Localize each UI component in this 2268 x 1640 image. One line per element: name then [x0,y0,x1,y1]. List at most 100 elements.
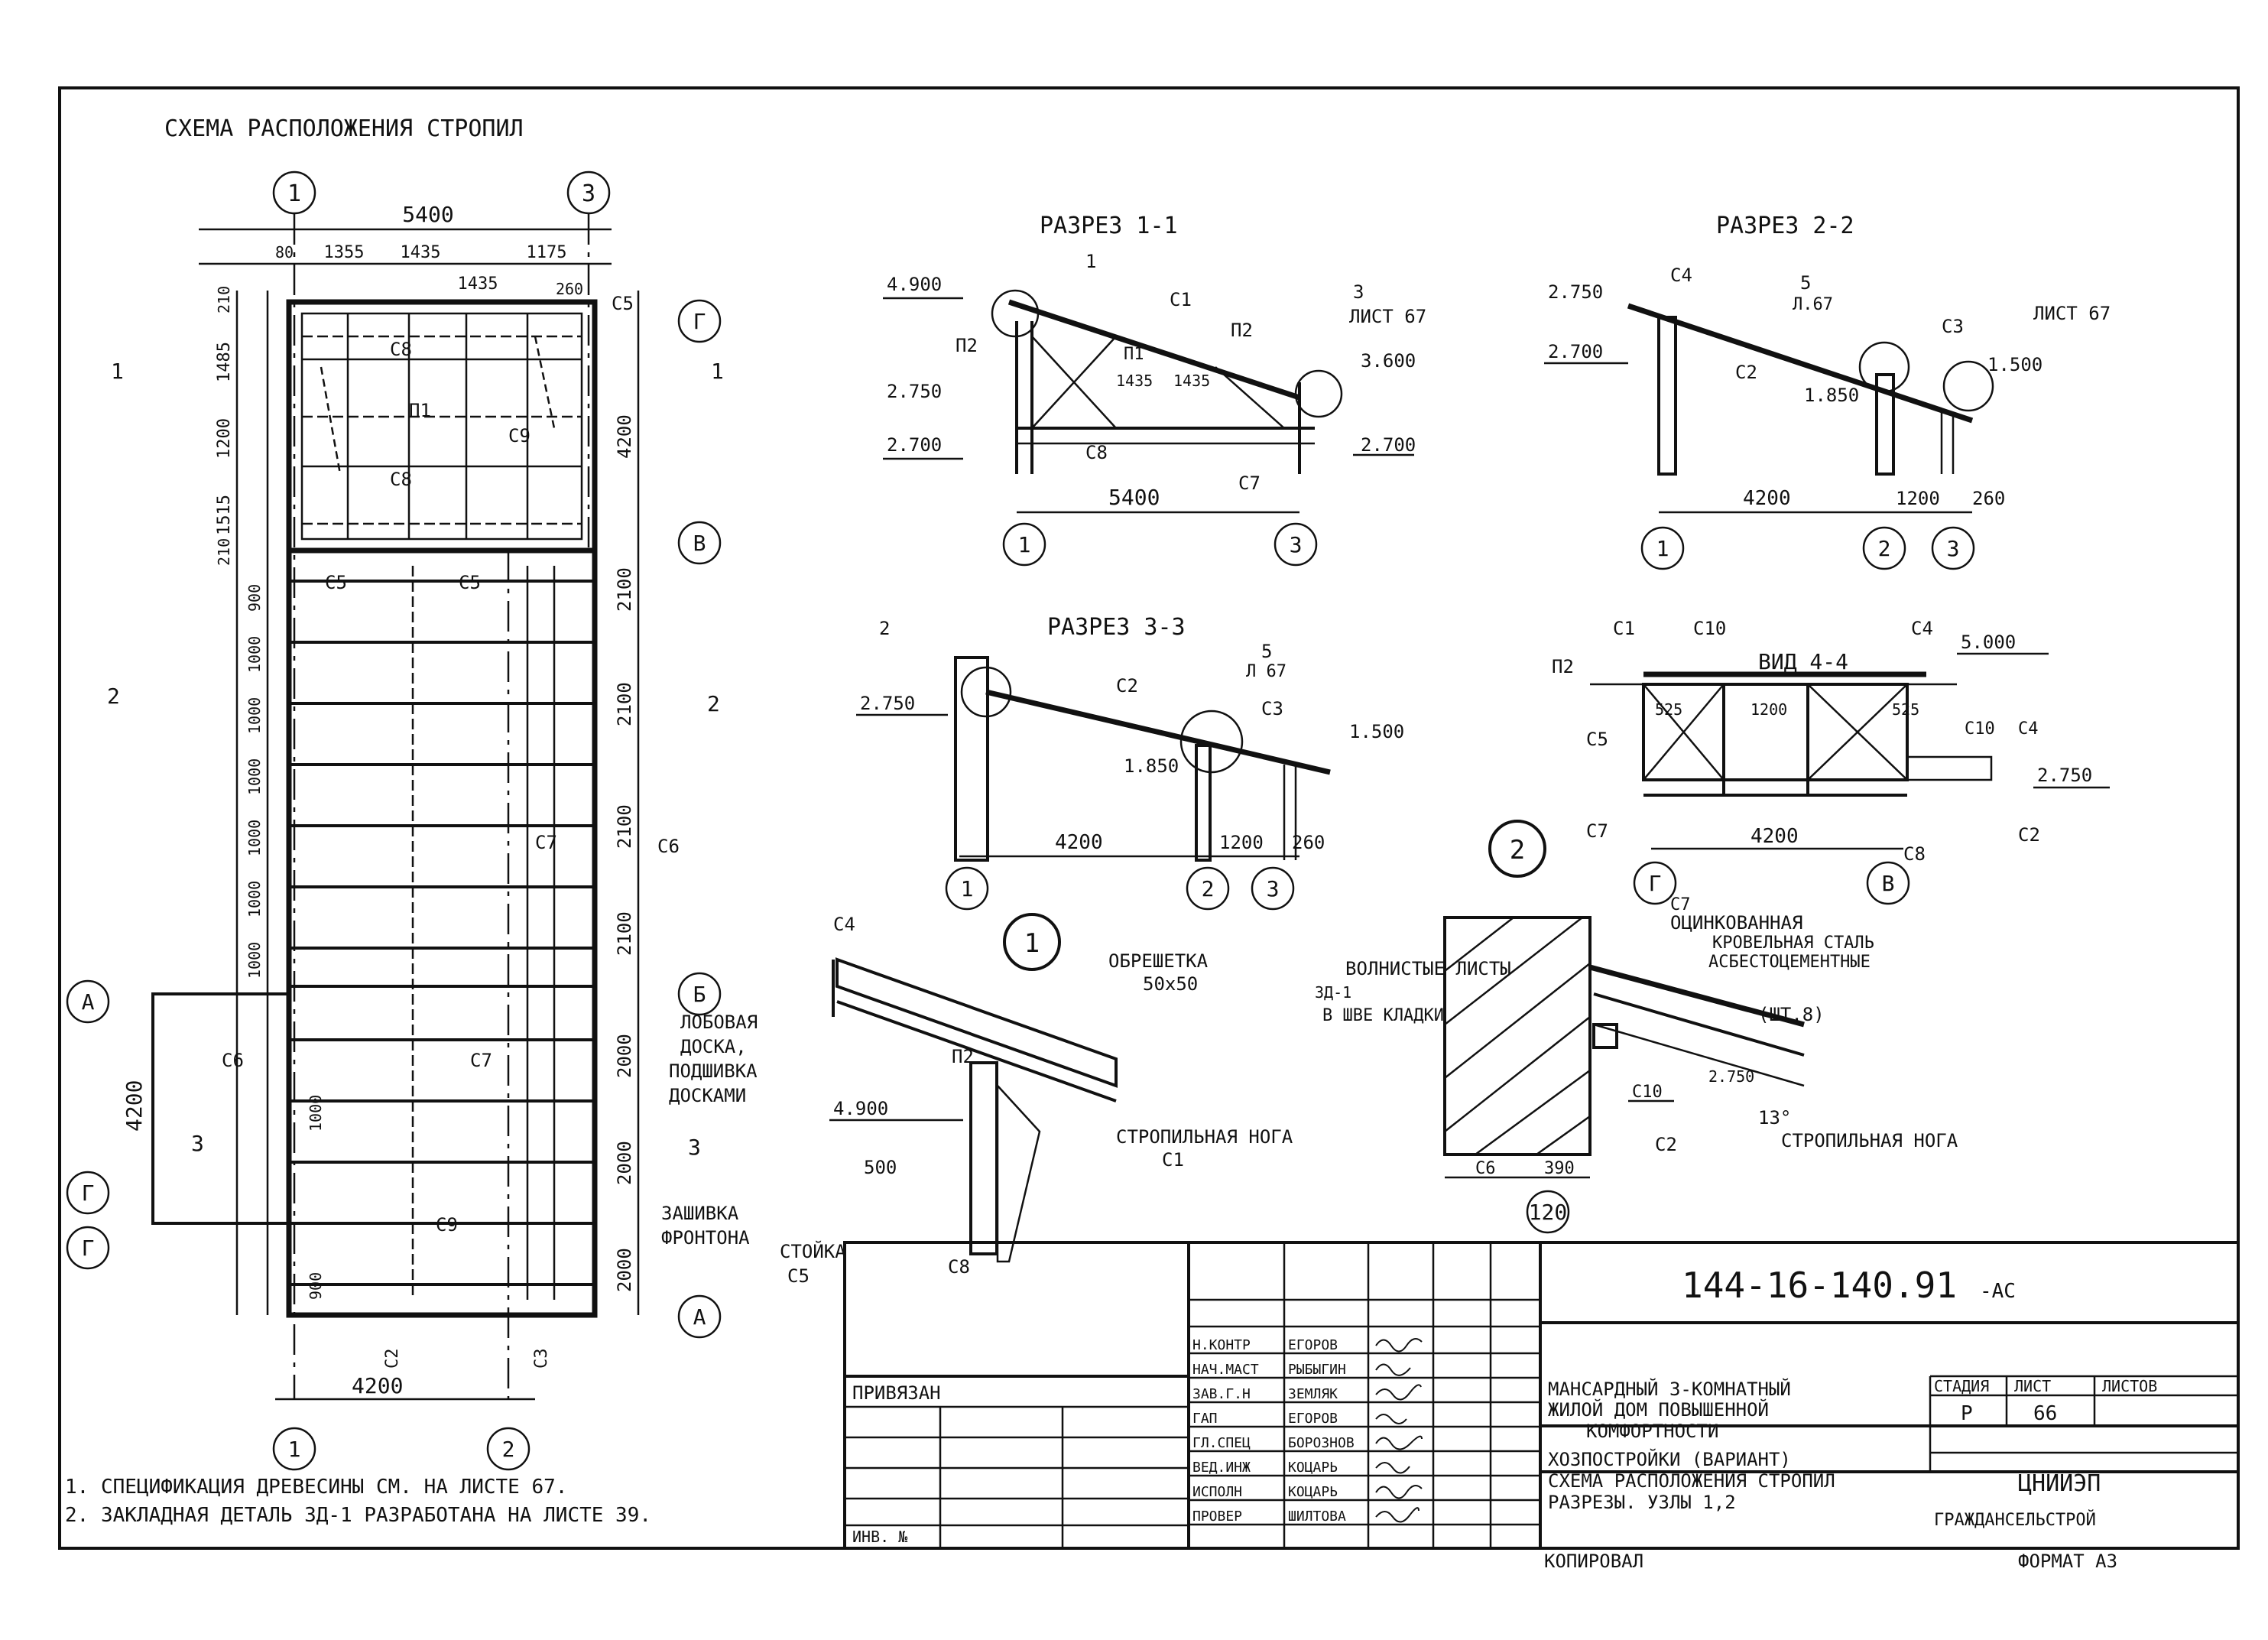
node-circle [960,666,1012,718]
dim-text: 1175 [527,243,567,262]
member-label: С5 [325,572,347,593]
node-circle [1294,369,1343,418]
inv-label: ИНВ. № [852,1528,908,1546]
axis-label: 3 [1267,876,1280,901]
axis-label: 1 [287,180,301,207]
sheets-label: ЛИСТОВ [2102,1377,2157,1395]
callout: ОБРЕШЕТКА [1108,950,1209,972]
node-number-circle [1488,820,1546,878]
callout: ВОЛНИСТЫЕ ЛИСТЫ [1345,958,1511,979]
dim-text: 1200 [215,418,234,459]
level-mark: С10 [1632,1083,1663,1102]
dim-text: 2100 [614,682,635,726]
sheet-title: ХОЗПОСТРОЙКИ (ВАРИАНТ) [1548,1448,1791,1470]
callout: С2 [1116,675,1138,697]
axis-marker [677,1294,722,1339]
callout: С2 [1655,1134,1677,1155]
role-label: Н.КОНТР [1192,1337,1251,1353]
section-mark: 1 [711,359,724,384]
dim-text: 5400 [402,202,453,227]
section-title: РАЗРЕЗ 1-1 [1040,213,1178,239]
callout: П2 [952,1046,974,1067]
level-mark: 4.900 [887,274,942,295]
level-mark: 1.850 [1804,385,1859,406]
dim-text: 525 [1655,700,1682,719]
level-mark: 1.500 [1349,721,1404,742]
level-mark: 1.850 [1124,755,1179,777]
axis-label: 1 [961,876,974,901]
masonry-wall [1443,916,1591,1156]
note-line: 2. ЗАКЛАДНАЯ ДЕТАЛЬ ЗД-1 РАЗРАБОТАНА НА … [65,1504,651,1527]
plan-brace [534,336,556,429]
level-mark: 2.700 [1548,341,1603,362]
callout: С4 [2018,719,2039,739]
stage-value: Р [1961,1402,1973,1425]
member-label: С7 [535,832,557,853]
view-4-4: ВИД 4-4 5.000 2.750 С1 С10 С4 П2 С5 С10 … [1552,618,2110,905]
role-label: ГАП [1192,1411,1218,1427]
section-mark: 3 [191,1131,204,1156]
axis-label: 3 [582,180,595,207]
stud [969,1061,998,1255]
axis-marker [1526,1190,1570,1234]
axis-label: 1 [288,1437,301,1462]
member-label: С9 [436,1214,458,1236]
axis-marker [677,521,722,565]
dim-text: 260 [556,280,583,298]
node-1-detail: 1 С4 ОБРЕШЕТКА 50х50 ЛОБОВАЯ ДОСКА, ПОДШ… [661,913,1293,1287]
dim-text: 1000 [245,942,264,979]
callout: П2 [1231,320,1253,341]
callout: С10 [1693,618,1726,639]
dim-text: 260 [1292,832,1325,853]
sheet-title: РАЗРЕЗЫ. УЗЛЫ 1,2 [1548,1492,1736,1513]
level-mark: 2.750 [1548,281,1603,303]
organization: ЦНИИЭП [2018,1470,2101,1497]
member-label: С8 [390,469,412,490]
role-label: ПРОВЕР [1192,1508,1242,1525]
general-notes: 1. СПЕЦИФИКАЦИЯ ДРЕВЕСИНЫ СМ. НА ЛИСТЕ 6… [65,1476,651,1527]
role-label: НАЧ.МАСТ [1192,1362,1259,1378]
section-title: РАЗРЕЗ 2-2 [1716,213,1854,239]
axis-marker [1186,866,1230,911]
axis-label: В [693,531,706,556]
axis-marker [945,866,989,911]
dim-text: 210 [215,538,233,566]
dim-text: 4200 [1055,831,1103,854]
callout: С2 [1735,362,1757,383]
signer-name: ЕГОРОВ [1288,1411,1338,1427]
callout: ЛИСТ 67 [2033,303,2111,324]
axis-marker [272,170,316,215]
section-mark: 3 [688,1135,701,1160]
callout: 5 [1800,272,1811,294]
signer-name: ЕГОРОВ [1288,1337,1338,1353]
wall [954,656,989,862]
brace [1807,684,1908,781]
node-number-circle [1003,913,1061,971]
signer-name: ШИЛТОВА [1288,1508,1346,1525]
callout: С8 [948,1256,970,1278]
axis-label: 120 [1529,1200,1568,1225]
axis-marker [1251,866,1295,911]
dim-text: 2000 [614,1034,635,1078]
callout: С7 [1670,895,1691,914]
node-number: 1 [1024,928,1040,959]
dim-text: 1200 [1750,700,1787,719]
rafter-line [1627,303,1974,424]
roof-layer [835,957,1118,1088]
signer-name: КОЦАРЬ [1288,1484,1338,1500]
callout: ДОСКА, [680,1036,747,1057]
node-circle [1858,341,1910,393]
dim-text: 900 [307,1272,325,1300]
member-label: С8 [390,339,412,360]
dim-text: 210 [215,286,233,313]
dim-text: 1515 [215,495,234,535]
dim-text: 1485 [215,342,234,382]
callout: П2 [956,335,978,356]
level-mark: 2.750 [2037,765,2092,786]
callout: ОЦИНКОВАННАЯ [1670,912,1802,934]
callout: С10 [1965,719,1995,739]
axis-label: А [693,1304,706,1330]
dim-text: 1000 [245,758,264,795]
level-mark: 4.900 [833,1098,888,1119]
dim-text: 80 [275,243,294,261]
